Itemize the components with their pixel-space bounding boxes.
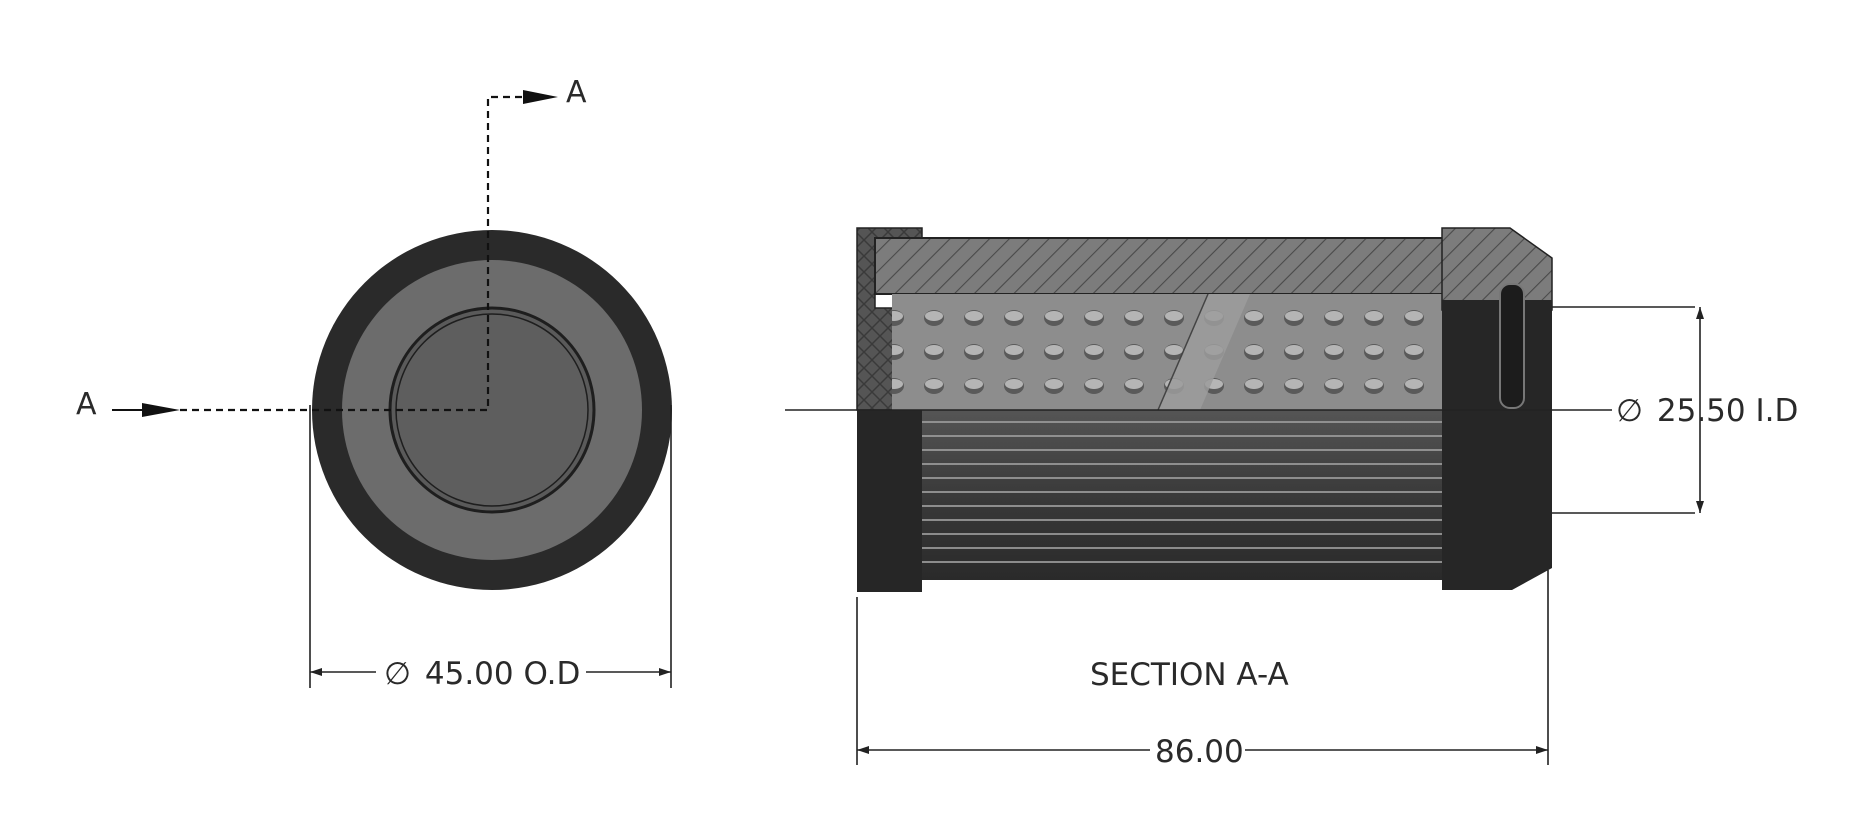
section-label-left: A	[76, 387, 97, 422]
length-dimension-label: 86.00	[1155, 734, 1244, 770]
id-dimension-label: ∅ 25.50 I.D	[1616, 393, 1798, 429]
od-dimension-label: ∅ 45.00 O.D	[384, 656, 580, 692]
core-seam	[1158, 294, 1250, 410]
diameter-symbol: ∅	[1616, 393, 1643, 429]
od-value: 45.00 O.D	[425, 656, 580, 692]
right-end-cap-section	[1441, 227, 1553, 311]
pleated-media	[922, 410, 1442, 580]
pleat-lines	[922, 421, 1442, 563]
section-arrow-top	[523, 90, 558, 104]
media-section-hatch	[874, 237, 1488, 295]
o-ring-groove	[1499, 283, 1525, 409]
section-label-top: A	[566, 75, 587, 110]
front-view: A A ∅ 45.00 O.D	[76, 75, 672, 692]
section-cut-line	[180, 95, 548, 412]
left-end-cap	[857, 410, 922, 592]
core-seam-edge	[1157, 293, 1209, 411]
right-end-cap	[1442, 300, 1552, 590]
section-arrow-left-head	[142, 403, 180, 417]
id-value: 25.50 I.D	[1657, 393, 1798, 429]
diameter-symbol: ∅	[384, 656, 411, 692]
section-title: SECTION A-A	[1090, 657, 1289, 693]
section-view: ∅ 25.50 I.D SECTION A-A 86.00	[785, 227, 1798, 770]
